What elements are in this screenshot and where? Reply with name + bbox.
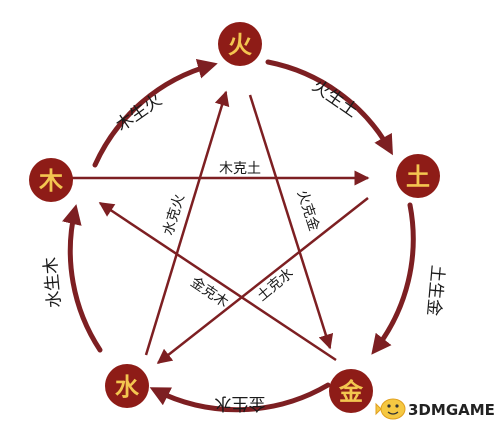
line-earth-to-water <box>156 197 369 364</box>
label-fire-restrains-metal: 火克金 <box>294 188 322 233</box>
node-water-label: 水 <box>115 373 140 401</box>
smiley-fish-icon <box>375 398 406 420</box>
arc-fire-to-earth <box>265 59 393 156</box>
node-wood: 木 <box>29 158 73 202</box>
arc-earth-to-metal <box>371 202 416 355</box>
label-metal-restrains-wood: 金克木 <box>187 274 231 311</box>
label-fire-generates-earth: 火生土 <box>308 76 361 122</box>
restraining-labels: 木克土 土克水 水克火 火克金 金克木 <box>160 161 322 311</box>
arc-metal-to-water <box>149 382 331 413</box>
node-earth-label: 土 <box>406 163 430 191</box>
node-wood-label: 木 <box>38 167 64 195</box>
watermark: 3DMGAME <box>375 398 495 420</box>
label-earth-generates-metal: 土生金 <box>423 264 447 317</box>
label-water-generates-wood: 水生木 <box>41 256 65 309</box>
line-water-to-fire <box>144 90 230 356</box>
node-water: 水 <box>105 364 149 408</box>
line-fire-to-metal <box>248 94 334 350</box>
generating-labels: 木生火 火生土 土生金 金生水 水生木 <box>41 76 447 413</box>
watermark-text: 3DMGAME <box>408 401 495 419</box>
label-wood-generates-fire: 木生火 <box>113 90 166 136</box>
restraining-cycle <box>68 90 370 364</box>
node-earth: 土 <box>396 154 440 198</box>
node-fire-label: 火 <box>228 31 252 59</box>
line-metal-to-wood <box>98 201 337 362</box>
arc-water-to-wood <box>62 204 103 353</box>
node-metal-label: 金 <box>338 378 364 406</box>
arc-wood-to-fire <box>92 59 218 168</box>
generating-cycle <box>62 59 416 413</box>
node-metal: 金 <box>329 369 373 413</box>
label-metal-generates-water: 金生水 <box>215 393 266 413</box>
node-fire: 火 <box>218 22 262 66</box>
label-wood-restrains-earth: 木克土 <box>219 161 261 177</box>
